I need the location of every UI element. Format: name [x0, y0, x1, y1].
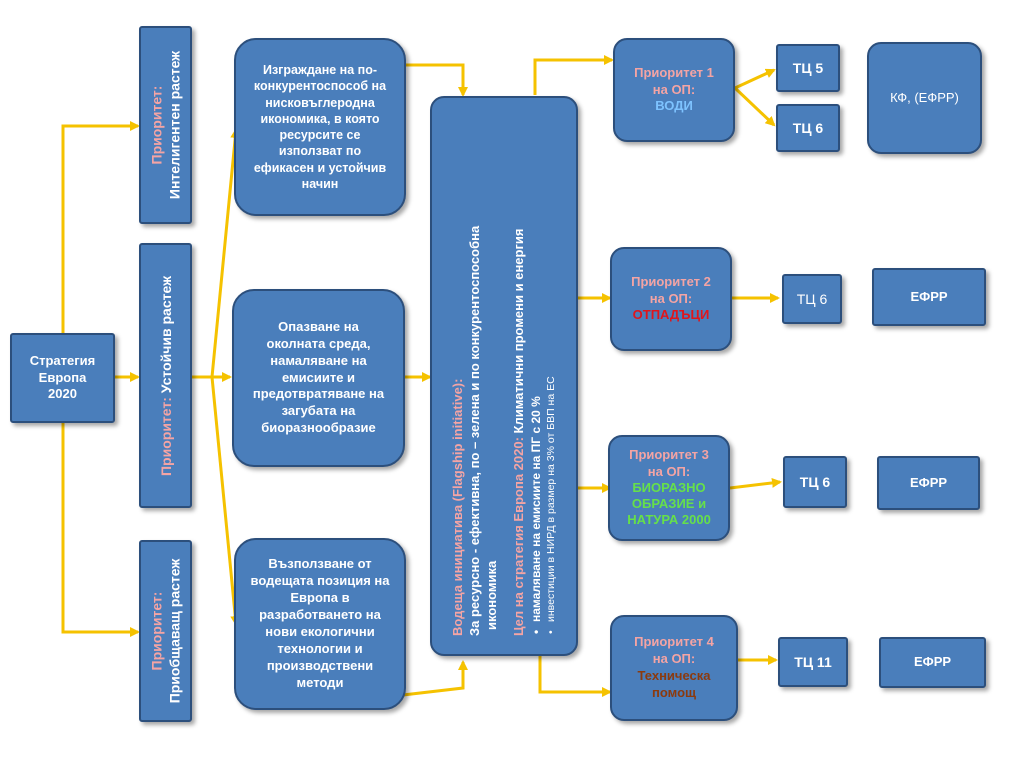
arrow-p1-to-tc5	[734, 68, 776, 90]
arrow-flagship-to-p4	[538, 655, 612, 697]
tc11-box: ТЦ 11	[778, 637, 848, 687]
priority-smart-box: Приоритет: Интелигентен растеж	[139, 26, 192, 224]
priority-sustainable-box: Приоритет: Устойчив растеж	[139, 243, 192, 508]
tc5-label: ТЦ 5	[792, 59, 824, 76]
priority-inclusive-text: Приоритет: Приобщаващ растеж	[148, 559, 183, 704]
flagship-label: Водеща инициатива (Flagship initiative):	[450, 378, 466, 636]
op-priority4-title: Приоритет 4 на ОП:	[634, 634, 714, 667]
arrow-p3-to-tc6	[729, 477, 782, 490]
arrow-p1-to-tc6	[733, 86, 776, 127]
tc5-box: ТЦ 5	[776, 44, 840, 92]
fund-erdf-waste-box: ЕФРР	[872, 268, 986, 326]
fund-erdf-bio-label: ЕФРР	[909, 474, 948, 490]
op-priority1-title: Приоритет 1 на ОП:	[634, 64, 714, 97]
priority-sustainable-text: Приоритет: Устойчив растеж	[156, 276, 174, 476]
tc11-label: ТЦ 11	[794, 653, 832, 670]
tc6-bio-label: ТЦ 6	[799, 473, 831, 490]
goal2-text: Опазване на околната среда, намаляване н…	[252, 318, 385, 436]
goal1-text: Изграждане на по-конкурентоспособ на нис…	[253, 63, 387, 191]
arrow-strategy-to-inclusive	[61, 423, 140, 637]
flagship-line1: За ресурсно - ефективна, по – зелена и п…	[466, 225, 482, 636]
arrow-goal3-to-flagship	[402, 660, 468, 697]
fund-erdf-ta-box: ЕФРР	[879, 637, 986, 688]
flagship-line2: икономика	[483, 560, 499, 630]
flagship-goal-text: Климатични промени и енергия	[510, 228, 526, 434]
priority-sustainable-label: Устойчив растеж	[157, 275, 174, 393]
op-priority1-box: Приоритет 1 на ОП: ВОДИ	[613, 38, 735, 142]
tc6-water-label: ТЦ 6	[792, 119, 824, 136]
arrow-flagship-to-p1	[533, 55, 614, 95]
tc6-waste-label: ТЦ 6	[796, 290, 828, 307]
op-priority1-name: ВОДИ	[655, 98, 693, 114]
op-priority3-name: БИОРАЗНО ОБРАЗИЕ и НАТУРА 2000	[627, 479, 711, 528]
op-priority4-box: Приоритет 4 на ОП: Техническа помощ	[610, 615, 738, 721]
fund-kf-erdf-label: КФ, (ЕФРР)	[890, 89, 959, 105]
flagship-box: Водеща инициатива (Flagship initiative):…	[430, 96, 578, 656]
priority-smart-text: Приоритет: Интелигентен растеж	[148, 51, 183, 199]
op-priority2-name: ОТПАДЪЦИ	[632, 307, 710, 323]
arrow-goal1-to-flagship	[406, 63, 468, 97]
arrow-strategy-to-smart	[61, 121, 140, 333]
arrow-sustainable-to-goal1	[192, 128, 241, 379]
op-priority3-box: Приоритет 3 на ОП: БИОРАЗНО ОБРАЗИЕ и НА…	[608, 435, 730, 541]
priority-smart-prefix: Приоритет:	[148, 85, 164, 165]
priority-inclusive-label: Приобщаващ растеж	[165, 558, 182, 704]
priority-inclusive-prefix: Приоритет:	[148, 591, 164, 671]
flagship-goal-label: Цел на стратегия Европа 2020:	[510, 437, 526, 636]
goal3-box: Възползване от водещата позиция на Европ…	[234, 538, 406, 710]
priority-sustainable-prefix: Приоритет:	[157, 396, 174, 476]
arrow-sustainable-to-goal3	[210, 376, 241, 626]
goal1-box: Изграждане на по-конкурентоспособ на нис…	[234, 38, 406, 216]
op-priority2-title: Приоритет 2 на ОП:	[631, 273, 711, 306]
flagship-content: Водеща инициатива (Flagship initiative):…	[450, 116, 558, 636]
tc6-bio-box: ТЦ 6	[783, 456, 847, 508]
fund-erdf-ta-label: ЕФРР	[913, 654, 952, 670]
flagship-bullet2: инвестиции в НИРД в размер на 3% от БВП …	[544, 116, 558, 636]
op-priority4-name: Техническа помощ	[637, 668, 711, 700]
fund-erdf-bio-box: ЕФРР	[877, 456, 980, 510]
goal2-box: Опазване на околната среда, намаляване н…	[232, 289, 405, 467]
op-priority3-title: Приоритет 3 на ОП:	[629, 447, 709, 479]
priority-smart-label: Интелигентен растеж	[165, 50, 182, 200]
op-priority2-box: Приоритет 2 на ОП: ОТПАДЪЦИ	[610, 247, 732, 351]
priority-inclusive-box: Приоритет: Приобщаващ растеж	[139, 540, 192, 722]
tc6-water-box: ТЦ 6	[776, 104, 840, 152]
strategy-box: Стратегия Европа 2020	[10, 333, 115, 423]
fund-erdf-waste-label: ЕФРР	[910, 288, 948, 304]
flagship-goal-line: Цел на стратегия Европа 2020: Климатични…	[511, 116, 528, 636]
flagship-label-line: Водеща инициатива (Flagship initiative):	[450, 116, 467, 636]
tc6-waste-box: ТЦ 6	[782, 274, 842, 324]
strategy-label: Стратегия Европа 2020	[29, 352, 96, 402]
goal3-text: Възползване от водещата позиция на Европ…	[250, 556, 390, 690]
flagship-bullet1: намаляване на емисиите на ПГ с 20 %	[528, 116, 544, 636]
fund-kf-erdf-box: КФ, (ЕФРР)	[867, 42, 982, 154]
